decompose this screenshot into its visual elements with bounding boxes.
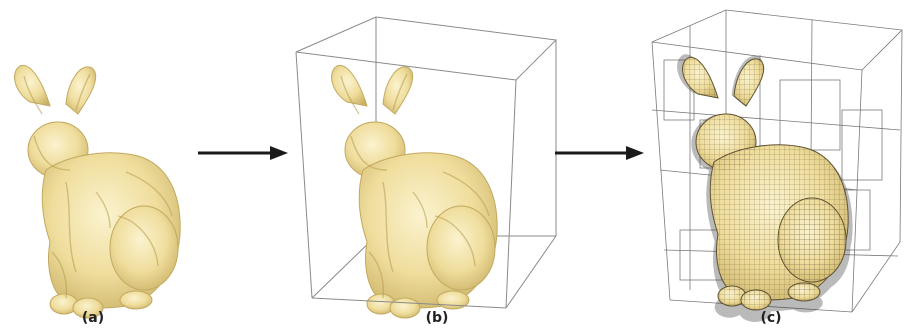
panel-c-bunny-octree-mesh xyxy=(677,54,853,322)
arrow-b-to-c xyxy=(555,146,644,160)
caption-a: (a) xyxy=(82,310,104,326)
arrow-a-to-b xyxy=(198,146,288,160)
caption-c: (c) xyxy=(760,310,781,326)
caption-b: (b) xyxy=(426,310,449,326)
panel-b-bunny-mesh xyxy=(332,65,498,318)
panel-a-bunny-mesh xyxy=(15,65,181,318)
